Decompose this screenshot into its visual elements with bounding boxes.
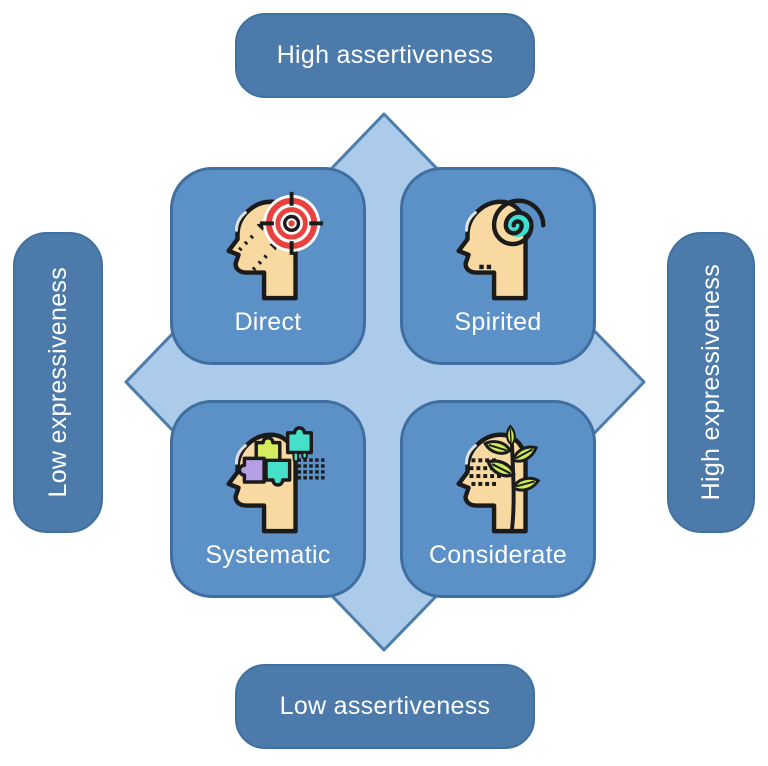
axis-label-top: High assertiveness — [276, 41, 494, 69]
axis-label-left: Low expressiveness — [43, 267, 72, 498]
axis-pill-high-assertiveness: High assertiveness — [235, 13, 535, 98]
head-with-target-and-arrows-icon — [207, 191, 324, 306]
dot-grid — [297, 458, 325, 480]
quadrant-card-systematic: Systematic — [170, 400, 366, 598]
head-with-spiral-icon — [437, 198, 546, 306]
axis-label-bottom: Low assertiveness — [279, 692, 491, 720]
axis-pill-high-expressiveness: High expressiveness — [667, 232, 755, 533]
head-with-puzzle-pieces-icon — [207, 426, 325, 539]
quadrant-label: Systematic — [205, 541, 331, 569]
head-with-plant-icon — [437, 424, 541, 539]
axis-pill-low-assertiveness: Low assertiveness — [235, 664, 535, 749]
axis-label-right: High expressiveness — [696, 264, 725, 501]
quadrant-card-spirited: Spirited — [400, 167, 596, 365]
quadrant-card-direct: Direct — [170, 167, 366, 365]
leaves — [483, 424, 541, 492]
quadrant-card-considerate: Considerate — [400, 400, 596, 598]
quadrant-label: Considerate — [428, 541, 568, 569]
quadrant-label: Spirited — [454, 308, 542, 336]
axis-pill-low-expressiveness: Low expressiveness — [13, 232, 103, 533]
quadrant-label: Direct — [234, 308, 302, 336]
